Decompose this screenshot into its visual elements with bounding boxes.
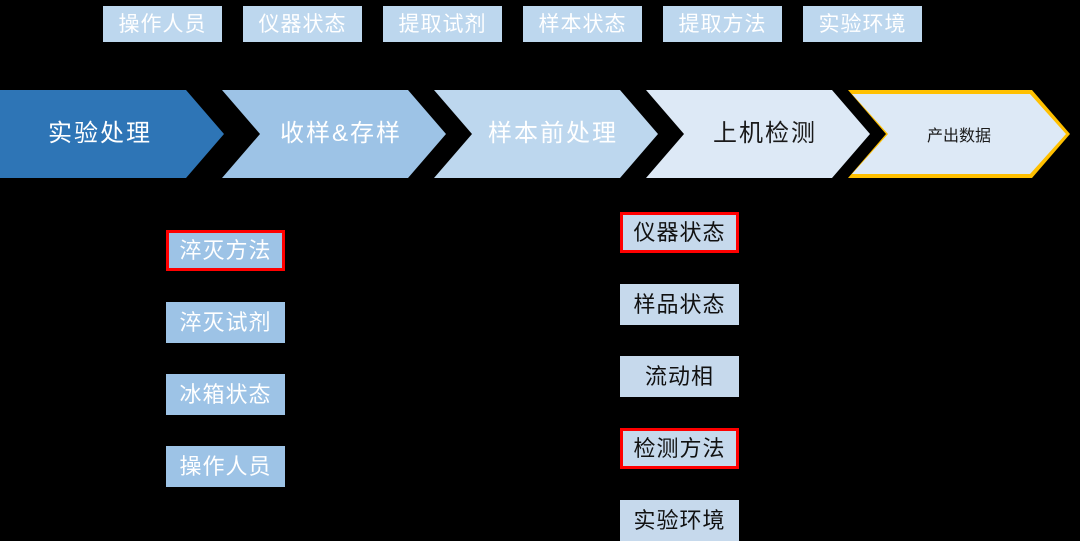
process-step-4-label: 上机检测 [713,120,817,147]
process-step-2-label: 收样&存样 [279,120,402,147]
process-flow: 实验处理 收样&存样 样本前处理 上机检测 产出数据 [0,90,1080,178]
top-tag-5[interactable]: 提取方法 [663,6,782,42]
process-step-2[interactable]: 收样&存样 [222,90,446,178]
left-tag-2[interactable]: 淬灭试剂 [166,302,285,343]
top-tag-4[interactable]: 样本状态 [523,6,642,42]
right-tag-5-label: 实验环境 [633,507,726,533]
right-tag-3[interactable]: 流动相 [620,356,739,397]
right-tag-3-label: 流动相 [644,363,714,389]
process-step-1[interactable]: 实验处理 [0,90,224,178]
process-step-3-label: 样本前处理 [488,120,618,147]
top-tag-1[interactable]: 操作人员 [103,6,222,42]
top-tag-5-label: 提取方法 [678,12,767,36]
top-tag-1-label: 操作人员 [118,12,207,36]
process-step-4[interactable]: 上机检测 [646,90,870,178]
left-tag-1[interactable]: 淬灭方法 [166,230,285,271]
left-tag-2-label: 淬灭试剂 [179,309,272,335]
left-tag-3-label: 冰箱状态 [179,381,272,407]
process-step-1-label: 实验处理 [48,120,152,147]
process-step-3[interactable]: 样本前处理 [434,90,658,178]
right-tag-4-label: 检测方法 [633,435,726,461]
top-tag-3-label: 提取试剂 [398,12,487,36]
left-tag-3[interactable]: 冰箱状态 [166,374,285,415]
top-tag-3[interactable]: 提取试剂 [383,6,502,42]
left-tag-4-label: 操作人员 [179,453,272,479]
top-tag-6[interactable]: 实验环境 [803,6,922,42]
left-tag-4[interactable]: 操作人员 [166,446,285,487]
right-tag-1[interactable]: 仪器状态 [620,212,739,253]
right-tag-4[interactable]: 检测方法 [620,428,739,469]
process-step-5-label: 产出数据 [926,128,991,145]
top-tag-2[interactable]: 仪器状态 [243,6,362,42]
right-tag-1-label: 仪器状态 [633,219,726,245]
top-tag-2-label: 仪器状态 [258,12,347,36]
process-step-5[interactable]: 产出数据 [848,90,1070,178]
right-tag-5[interactable]: 实验环境 [620,500,739,541]
top-tag-6-label: 实验环境 [818,12,907,36]
left-tag-1-label: 淬灭方法 [179,237,272,263]
right-tag-2[interactable]: 样品状态 [620,284,739,325]
top-tag-4-label: 样本状态 [538,12,627,36]
right-tag-2-label: 样品状态 [633,291,726,317]
process-step-5-inner: 产出数据 [852,94,1066,174]
